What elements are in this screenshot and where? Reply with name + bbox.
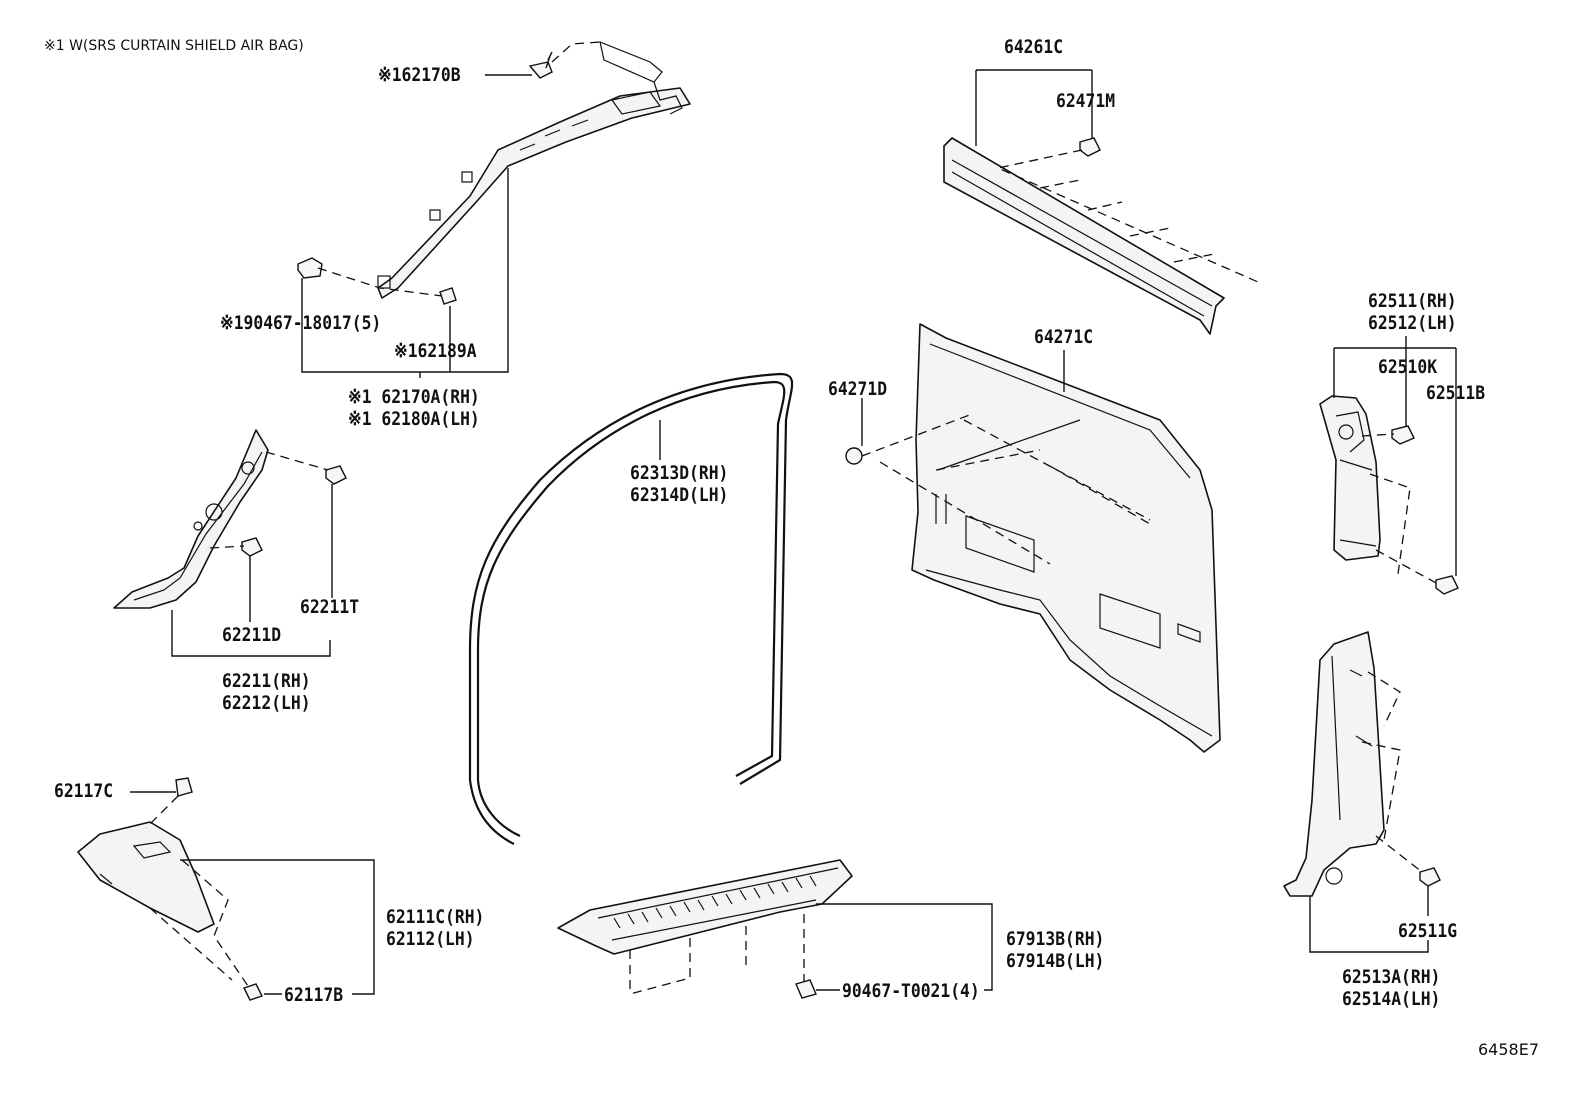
label-62170B: ※162170B: [378, 64, 461, 86]
clip-62510K: [1391, 425, 1415, 445]
label-90467-T0021: 90467-T0021(4): [842, 980, 980, 1002]
label-62511B: 62511B: [1426, 382, 1486, 404]
label-62111C: 62111C(RH): [386, 906, 485, 928]
airbag-note: ※1 W(SRS CURTAIN SHIELD AIR BAG): [44, 38, 304, 54]
weatherstrip-62313D: [468, 372, 794, 845]
clip-62511B: [1435, 575, 1459, 595]
label-62189A: ※162189A: [394, 340, 477, 362]
label-62471M: 62471M: [1056, 90, 1116, 112]
clip-62511G: [1419, 867, 1441, 887]
clip-62471M: [1079, 137, 1101, 157]
assist-grip-bracket-62170A: [377, 41, 691, 299]
clip-64271D: [845, 447, 863, 465]
label-62511G: 62511G: [1398, 920, 1458, 942]
label-62510K: 62510K: [1378, 356, 1438, 378]
pillar-garnish-62211: [113, 429, 269, 609]
figure-code: 6458E7: [1478, 1040, 1540, 1059]
upper-trim-64261C: [943, 137, 1225, 335]
clip-90467-18017: [297, 257, 323, 279]
label-90467-18017: ※190467-18017(5): [220, 312, 382, 334]
clip-62211T: [325, 465, 347, 485]
label-62511: 62511(RH): [1368, 290, 1457, 312]
screw-62170B: [528, 51, 553, 79]
label-62112: 62112(LH): [386, 928, 475, 950]
label-64261C: 64261C: [1004, 36, 1064, 58]
clip-62117C: [175, 777, 193, 797]
label-62314D: 62314D(LH): [630, 484, 729, 506]
clip-62189A: [439, 287, 457, 305]
label-62513A: 62513A(RH): [1342, 966, 1441, 988]
label-62212: 62212(LH): [222, 692, 311, 714]
label-64271C: 64271C: [1034, 326, 1094, 348]
label-62117C: 62117C: [54, 780, 114, 802]
label-62170A: ※1 62170A(RH): [348, 386, 480, 408]
label-62211T: 62211T: [300, 596, 360, 618]
quarter-trim-62513A: [1283, 631, 1385, 897]
cowl-trim-62111C: [77, 821, 215, 933]
label-62117B: 62117B: [284, 984, 344, 1006]
label-67913B: 67913B(RH): [1006, 928, 1105, 950]
clip-90467-T0021: [795, 979, 817, 999]
clip-62117B: [243, 983, 263, 1001]
label-62514A: 62514A(LH): [1342, 988, 1441, 1010]
label-64271D: 64271D: [828, 378, 888, 400]
label-67914B: 67914B(LH): [1006, 950, 1105, 972]
label-62180A: ※1 62180A(LH): [348, 408, 480, 430]
label-62512: 62512(LH): [1368, 312, 1457, 334]
scuff-plate-67913B: [557, 859, 853, 955]
clip-62211D: [241, 537, 263, 557]
quarter-trim-62511: [1319, 395, 1381, 561]
label-62211: 62211(RH): [222, 670, 311, 692]
label-62313D: 62313D(RH): [630, 462, 729, 484]
label-62211D: 62211D: [222, 624, 282, 646]
back-panel-trim-64271C: [911, 323, 1221, 753]
